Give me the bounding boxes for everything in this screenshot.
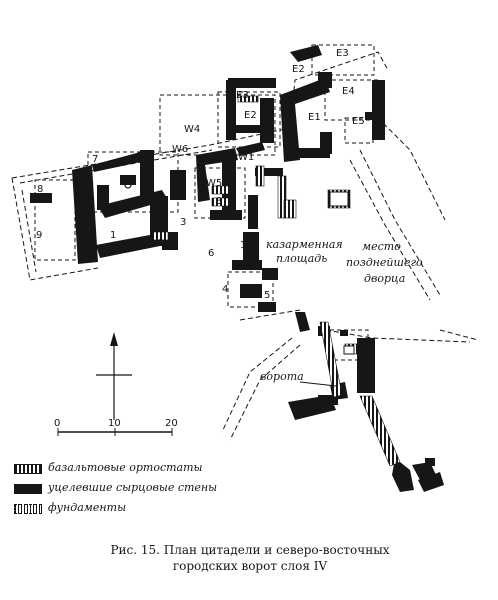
- label-room-4: 4: [146, 158, 152, 169]
- column-base: [124, 181, 132, 189]
- label-room-4b: 4: [222, 284, 228, 295]
- label-e2-top: E2: [292, 64, 305, 75]
- label-e2-mid: E2: [244, 110, 257, 121]
- legend-item-basalt: базальтовые ортостаты: [14, 461, 294, 479]
- surviving-walls: [30, 45, 444, 492]
- room-labels: E3 E2 E4 E1 E5 E3 E2 W4 W6 W1 W5 7 4 8 6…: [36, 48, 365, 301]
- label-room-6b: 6: [208, 248, 214, 259]
- barracks-label-line2: площадь: [276, 252, 327, 265]
- label-room-2b: 2: [228, 210, 234, 221]
- label-w4: W4: [184, 124, 200, 135]
- label-w1: W1: [238, 152, 254, 163]
- legend-item-walls: уцелевшие сырцовые стены: [14, 481, 294, 499]
- label-room-9: 9: [36, 230, 42, 241]
- legend-text-walls: уцелевшие сырцовые стены: [48, 481, 218, 494]
- palace-label-line1: место: [362, 240, 401, 253]
- scale-label-20: 20: [165, 418, 178, 429]
- north-arrow: [96, 332, 132, 420]
- walls-swatch: [14, 484, 42, 494]
- label-e1: E1: [308, 112, 321, 123]
- scale-label-0: 0: [54, 418, 60, 429]
- label-room-6: 6: [100, 188, 106, 199]
- label-e5: E5: [352, 116, 365, 127]
- label-room-3a: 3: [180, 217, 186, 228]
- gate-label: ворота: [260, 370, 304, 383]
- palace-label-line2: позднейшего: [346, 256, 423, 269]
- label-w5: W5: [206, 178, 222, 189]
- label-e3-mid: E3: [236, 90, 249, 101]
- scale-label-10: 10: [108, 418, 121, 429]
- barracks-label-line1: казарменная: [266, 238, 343, 251]
- gate-leader-line: [299, 381, 337, 387]
- label-e4: E4: [342, 86, 355, 97]
- caption-line-2: городских ворот слоя IV: [172, 559, 328, 573]
- scale-bar: 0 10 20: [54, 418, 178, 436]
- basalt-swatch: [14, 464, 42, 474]
- legend-text-basalt: базальтовые ортостаты: [48, 461, 203, 474]
- label-room-3b: 3: [216, 196, 222, 207]
- caption-line-1: Рис. 15. План цитадели и северо-восточны…: [110, 543, 390, 557]
- label-room-1b: 1: [240, 240, 246, 251]
- label-w6: W6: [172, 144, 188, 155]
- gate-chamber: [343, 345, 355, 355]
- label-e3-top: E3: [336, 48, 349, 59]
- legend-text-foundations: фундаменты: [48, 501, 127, 514]
- label-room-1a: 1: [110, 230, 116, 241]
- basalt-orthostats: [151, 95, 401, 467]
- legend: базальтовые ортостаты уцелевшие сырцовые…: [14, 461, 294, 521]
- label-room-5: 5: [264, 290, 270, 301]
- foundations-swatch: [14, 504, 42, 514]
- legend-item-foundations: фундаменты: [14, 501, 294, 519]
- figure-caption: Рис. 15. План цитадели и северо-восточны…: [40, 542, 460, 574]
- label-room-8: 8: [37, 184, 43, 195]
- palace-label-line3: дворца: [364, 272, 405, 285]
- label-room-2a: 2: [158, 238, 164, 249]
- courtyard-structure: [329, 191, 349, 207]
- label-room-7: 7: [92, 154, 98, 165]
